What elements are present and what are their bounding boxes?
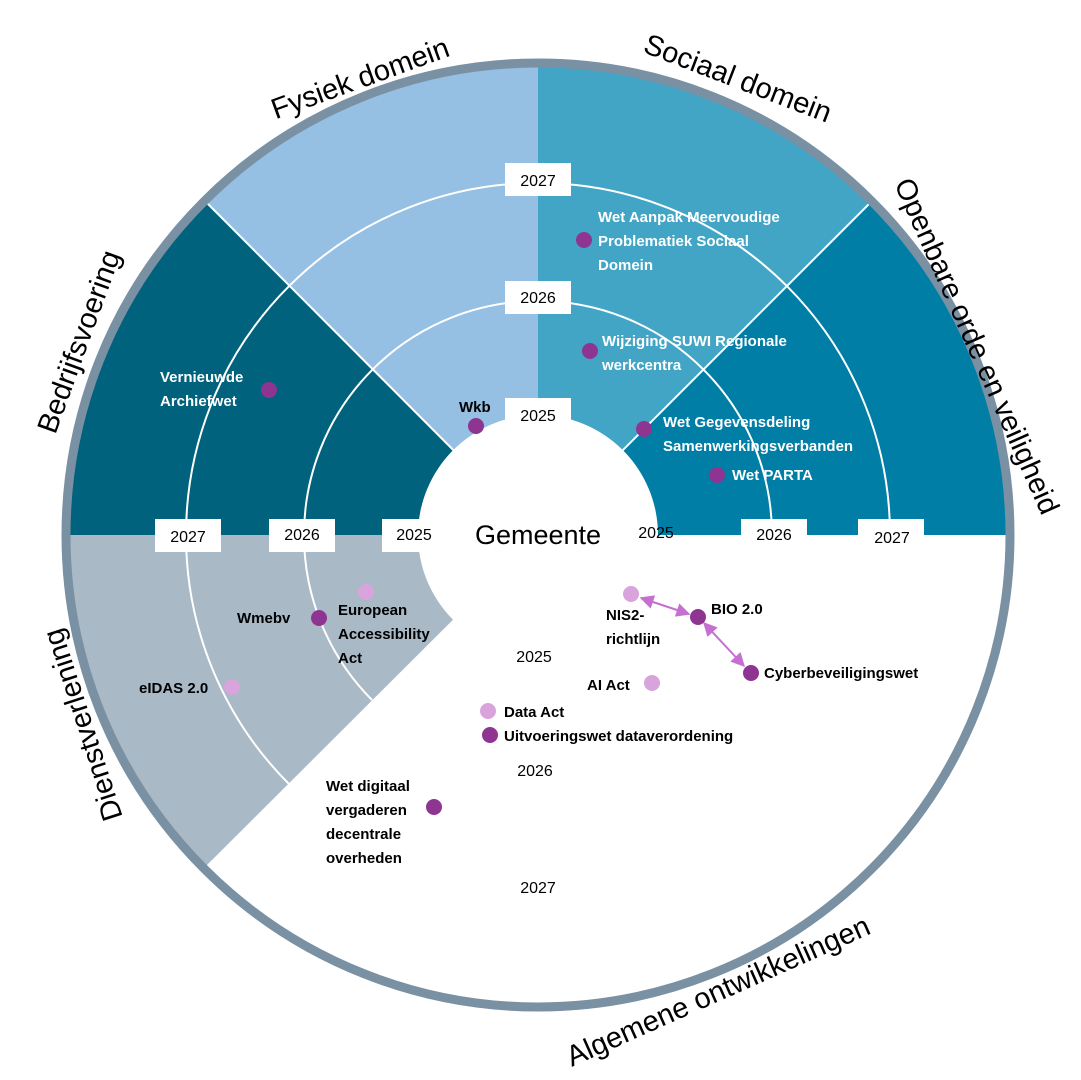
year-bottom-2025: 2025 [516,649,552,666]
year-bottom-2027: 2027 [520,880,556,897]
center-hole [418,415,658,655]
year-top-2026: 2026 [520,290,556,307]
label-wampsd-3: Domein [598,257,653,274]
sector-fysiek [70,67,538,535]
arrow-bio-cyber [703,621,745,668]
arc-2027-lower [184,534,290,785]
year-top-2027: 2027 [520,173,556,190]
dot-ai-act[interactable] [644,675,660,691]
dot-suwi[interactable] [582,343,598,359]
label-bio: BIO 2.0 [711,601,763,618]
label-parta: Wet PARTA [732,467,813,484]
label-archiefwet-1: Vernieuwde [160,369,243,386]
label-digitaal-2: vergaderen [326,802,407,819]
dot-parta[interactable] [709,467,725,483]
dot-cyber[interactable] [743,665,759,681]
dot-eidas[interactable] [224,679,240,695]
year-bottom-2026: 2026 [517,763,553,780]
dot-digitaal[interactable] [426,799,442,815]
arrow-nis2-bio [639,595,691,617]
label-wampsd-2: Problematiek Sociaal [598,233,749,250]
year-right-2027: 2027 [874,530,910,547]
dot-uitvoering[interactable] [482,727,498,743]
label-eaa-1: European [338,602,407,619]
label-data-act: Data Act [504,704,564,721]
year-left-2025: 2025 [396,527,432,544]
outer-ring [61,58,1015,1012]
sector-openbare-orde [538,67,1006,535]
dot-wmebv[interactable] [311,610,327,626]
label-uitvoering: Uitvoeringswet dataverordening [504,728,733,745]
label-wampsd-1: Wet Aanpak Meervoudige [598,209,780,226]
dot-eaa[interactable] [358,584,374,600]
dot-bio[interactable] [690,609,706,625]
year-top-2025: 2025 [520,408,556,425]
label-suwi-1: Wijziging SUWI Regionale [602,333,787,350]
label-ai-act: AI Act [587,677,630,694]
label-wmebv: Wmebv [237,610,291,627]
label-archiefwet-2: Archiefwet [160,393,237,410]
label-eidas: eIDAS 2.0 [139,680,208,697]
label-gegevensdeling-1: Wet Gegevensdeling [663,414,810,431]
label-suwi-2: werkcentra [601,357,682,374]
label-digitaal-4: overheden [326,850,402,867]
year-right-2026: 2026 [756,527,792,544]
dot-nis2[interactable] [623,586,639,602]
label-nis2-1: NIS2- [606,607,644,624]
label-wkb: Wkb [459,399,491,416]
dot-data-act[interactable] [480,703,496,719]
dot-wkb[interactable] [468,418,484,434]
label-digitaal-1: Wet digitaal [326,778,410,795]
label-gegevensdeling-2: Samenwerkingsverbanden [663,438,853,455]
center-label: Gemeente [475,520,601,550]
label-digitaal-3: decentrale [326,826,401,843]
year-boxes [155,163,924,552]
label-eaa-3: Act [338,650,362,667]
year-left-2026: 2026 [284,527,320,544]
dot-wampsd[interactable] [576,232,592,248]
label-nis2-2: richtlijn [606,631,660,648]
year-left-2027: 2027 [170,529,206,546]
dot-archiefwet[interactable] [261,382,277,398]
dots [224,232,759,815]
label-cyber: Cyberbeveiligingswet [764,665,918,682]
label-eaa-2: Accessibility [338,626,430,643]
dot-gegevensdeling[interactable] [636,421,652,437]
year-right-2025: 2025 [638,525,674,542]
domain-algemeen: Algemene ontwikkelingen [562,910,875,1073]
